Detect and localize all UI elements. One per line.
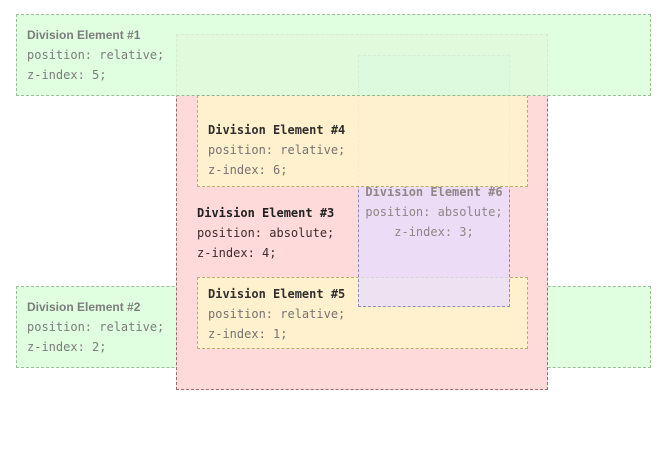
division-element-5-title: Division Element #5: [208, 287, 346, 301]
division-element-3-position: position: absolute;: [197, 226, 335, 240]
division-element-5-position: position: relative;: [208, 307, 346, 321]
division-element-6-position: position: absolute;: [365, 205, 503, 219]
division-element-6-title: Division Element #6: [365, 185, 503, 199]
division-element-3-text: Division Element #3 position: absolute; …: [197, 203, 334, 263]
division-element-2-title: Division Element #2: [27, 300, 141, 314]
division-element-1-position: position: relative;: [27, 48, 165, 62]
division-element-1-title: Division Element #1: [27, 28, 141, 42]
division-element-2-zindex: z-index: 2;: [27, 340, 107, 354]
division-element-4-zindex: z-index: 6;: [208, 163, 288, 177]
division-element-4-title: Division Element #4: [208, 123, 346, 137]
division-element-6-zindex: z-index: 3;: [394, 225, 474, 239]
division-element-3-title: Division Element #3: [197, 206, 335, 220]
division-element-3-zindex: z-index: 4;: [197, 246, 277, 260]
division-element-1-zindex: z-index: 5;: [27, 68, 107, 82]
division-element-5-zindex: z-index: 1;: [208, 327, 288, 341]
division-element-4-position: position: relative;: [208, 143, 346, 157]
division-element-2-position: position: relative;: [27, 320, 165, 334]
division-element-1: Division Element #1 position: relative; …: [16, 14, 651, 96]
division-element-6-text: Division Element #6 position: absolute; …: [359, 182, 509, 242]
division-element-4: Division Element #4 position: relative; …: [197, 95, 528, 187]
